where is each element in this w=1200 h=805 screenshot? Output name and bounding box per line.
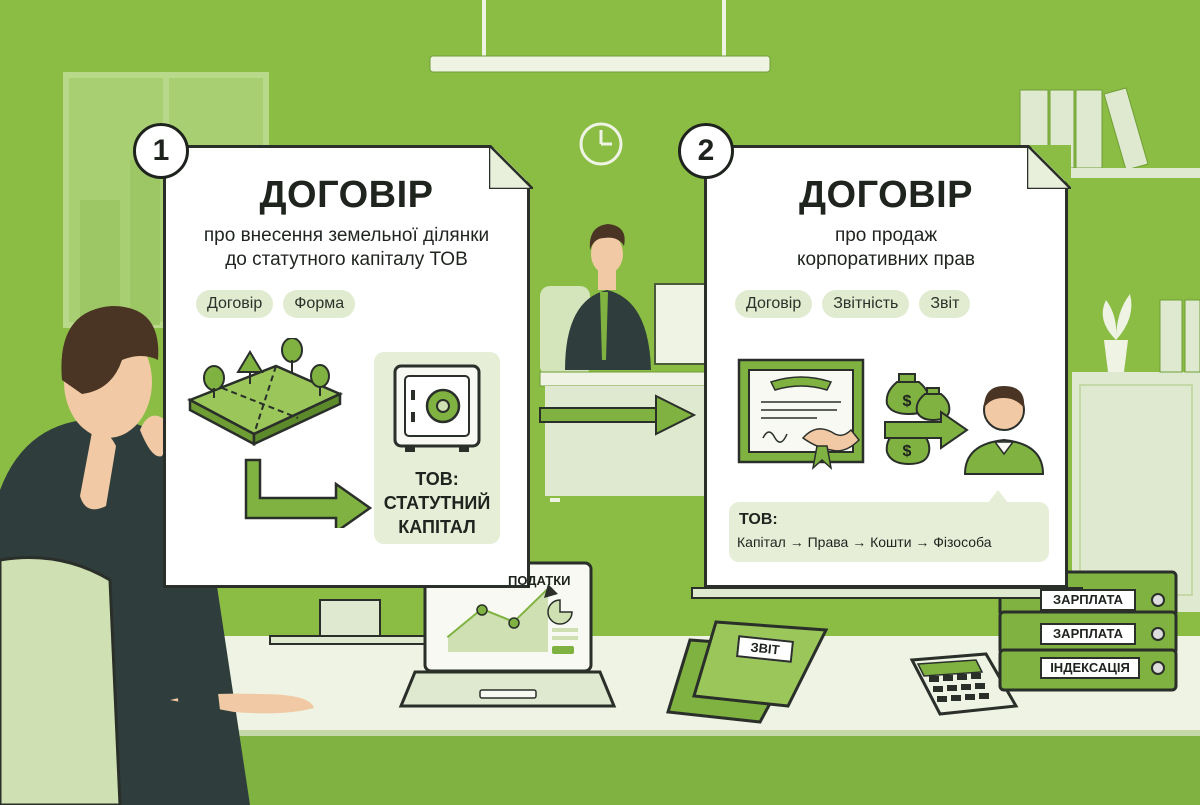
charter-capital-line3: КАПІТАЛ — [398, 517, 476, 537]
person-avatar-icon — [963, 386, 1045, 475]
arrow-right-icon — [884, 410, 969, 450]
land-plot-icon — [187, 338, 344, 447]
page-fold-icon — [489, 145, 533, 189]
binder-label-indexation: ІНДЕКСАЦІЯ — [1040, 657, 1140, 679]
bubble-pointer — [987, 490, 1009, 504]
svg-text:$: $ — [903, 443, 912, 460]
contract-1-tags: Договір Форма — [196, 290, 356, 318]
contract-1-subtitle-line2: до статутного капіталу ТОВ — [225, 249, 468, 270]
contract-2-subtitle-line2: корпоративних прав — [796, 249, 976, 270]
tag-contract: Договір — [735, 290, 813, 318]
tag-contract: Договір — [196, 290, 274, 318]
contract-2-subtitle-line1: про продаж — [834, 225, 938, 246]
ownership-flow-title: ТОВ: — [739, 511, 778, 528]
certificate-handshake-icon — [737, 358, 865, 471]
tag-report: Звіт — [919, 290, 971, 318]
calculator-icon — [929, 673, 989, 702]
safe-icon — [393, 364, 481, 452]
contract-1-title: ДОГОВІР — [259, 174, 434, 216]
contract-card-2: ДОГОВІР про продаж корпоративних прав До… — [704, 145, 1068, 588]
charter-capital-line1: ТОВ: — [415, 469, 459, 489]
contract-1-subtitle-line1: про внесення земельної ділянки — [203, 225, 490, 246]
contract-2-tags: Договір Звітність Звіт — [735, 290, 971, 318]
arrow-right-icon — [244, 458, 373, 528]
tag-reporting: Звітність — [822, 290, 910, 318]
page-fold-icon — [1027, 145, 1071, 189]
charter-capital-line2: СТАТУТНИЙ — [383, 493, 491, 513]
binder-label-salary-2: ЗАРПЛАТА — [1040, 623, 1136, 645]
contract-card-1: ДОГОВІР про внесення земельної ділянки д… — [163, 145, 530, 588]
binder-label-salary-1: ЗАРПЛАТА — [1040, 589, 1136, 611]
tag-form: Форма — [283, 290, 356, 318]
step-number-1: 1 — [133, 123, 189, 179]
ownership-flow-text: Капітал → Права → Кошти → Фізособа — [737, 534, 992, 550]
contract-2-title: ДОГОВІР — [798, 174, 974, 216]
ownership-flow-bubble — [729, 502, 1049, 562]
svg-text:$: $ — [903, 393, 912, 410]
laptop-screen-label: ПОДАТКИ — [508, 573, 571, 588]
step-number-2: 2 — [678, 123, 734, 179]
